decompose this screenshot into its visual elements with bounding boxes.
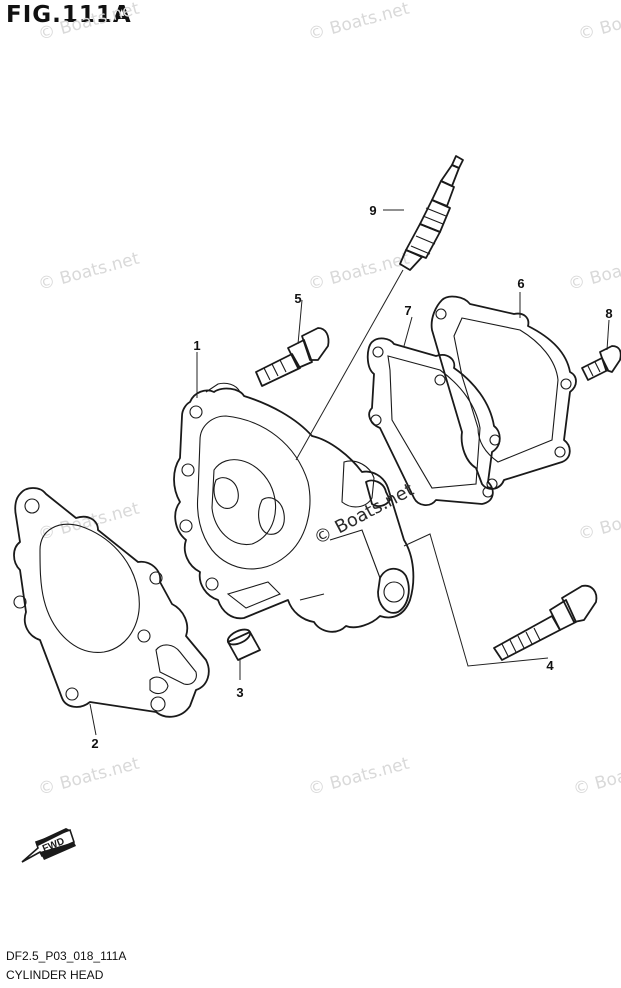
- watermark-layer: © Boats.net © Boats.net © Boats.net © Bo…: [36, 0, 621, 800]
- watermark-5: © Boats.net: [306, 249, 412, 295]
- watermark-8: © Boats.net: [576, 499, 621, 545]
- part-3-dowel-pin[interactable]: [226, 626, 261, 661]
- watermark-center: © Boats.net: [310, 479, 417, 549]
- callout-7[interactable]: 7: [404, 303, 411, 318]
- watermark-6: © Boats.net: [566, 249, 621, 295]
- diagram-code: DF2.5_P03_018_111A: [6, 949, 127, 963]
- watermark-3: © Boats.net: [576, 0, 621, 45]
- watermark-11: © Boats.net: [571, 754, 621, 800]
- callout-1[interactable]: 1: [193, 338, 200, 353]
- watermark-4: © Boats.net: [36, 249, 142, 295]
- part-2-head-gasket[interactable]: [13, 487, 210, 718]
- watermark-2: © Boats.net: [306, 0, 412, 45]
- part-5-short-bolt[interactable]: [255, 327, 330, 387]
- watermark-1: © Boats.net: [36, 0, 142, 45]
- part-8-small-bolt[interactable]: [581, 345, 621, 381]
- watermark-9: © Boats.net: [36, 754, 142, 800]
- callout-2[interactable]: 2: [91, 736, 98, 751]
- callout-4[interactable]: 4: [546, 658, 554, 673]
- callout-5[interactable]: 5: [294, 291, 301, 306]
- part-9-spark-plug[interactable]: [399, 155, 464, 271]
- diagram-name: CYLINDER HEAD: [6, 968, 104, 982]
- callout-8[interactable]: 8: [605, 306, 612, 321]
- callout-6[interactable]: 6: [517, 276, 524, 291]
- watermark-7: © Boats.net: [36, 499, 142, 545]
- callout-9[interactable]: 9: [369, 203, 376, 218]
- part-6-cover[interactable]: [430, 295, 577, 490]
- part-1-cylinder-head[interactable]: [173, 382, 415, 633]
- part-7-gasket[interactable]: [366, 337, 501, 506]
- part-4-long-bolt[interactable]: [493, 584, 598, 661]
- watermark-10: © Boats.net: [306, 754, 412, 800]
- fwd-arrow-icon: FWD: [21, 828, 76, 863]
- leader-lines: [89, 209, 610, 736]
- callout-labels: 1 2 3 4 5 6 7 8 9: [91, 203, 612, 751]
- callout-3[interactable]: 3: [236, 685, 243, 700]
- figure-title: FIG.111A: [6, 2, 132, 28]
